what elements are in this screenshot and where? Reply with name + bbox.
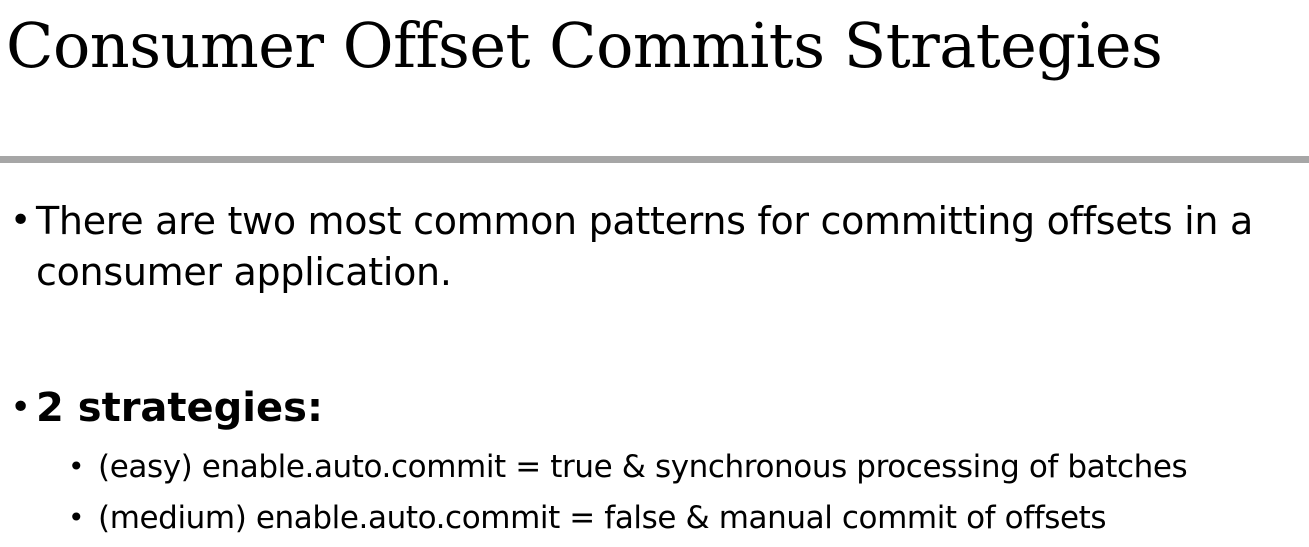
sub-bullet-text: (medium) enable.auto.commit = false & ma… bbox=[98, 500, 1107, 536]
title-divider bbox=[0, 156, 1309, 163]
sub-bullet-marker: • bbox=[68, 450, 85, 483]
sub-bullet-text: (easy) enable.auto.commit = true & synch… bbox=[98, 449, 1188, 485]
bullet-item: • 2 strategies: bbox=[10, 383, 323, 433]
sub-bullet-item: • (easy) enable.auto.commit = true & syn… bbox=[68, 447, 1188, 487]
slide-title: Consumer Offset Commits Strategies bbox=[6, 9, 1163, 82]
sub-bullet-marker: • bbox=[68, 501, 85, 534]
bullet-marker: • bbox=[10, 200, 32, 241]
bullet-item: • There are two most common patterns for… bbox=[10, 196, 1305, 298]
sub-bullet-item: • (medium) enable.auto.commit = false & … bbox=[68, 498, 1107, 538]
bullet-heading: 2 strategies: bbox=[36, 385, 323, 431]
bullet-text: There are two most common patterns for c… bbox=[36, 199, 1253, 294]
bullet-marker: • bbox=[10, 387, 32, 428]
